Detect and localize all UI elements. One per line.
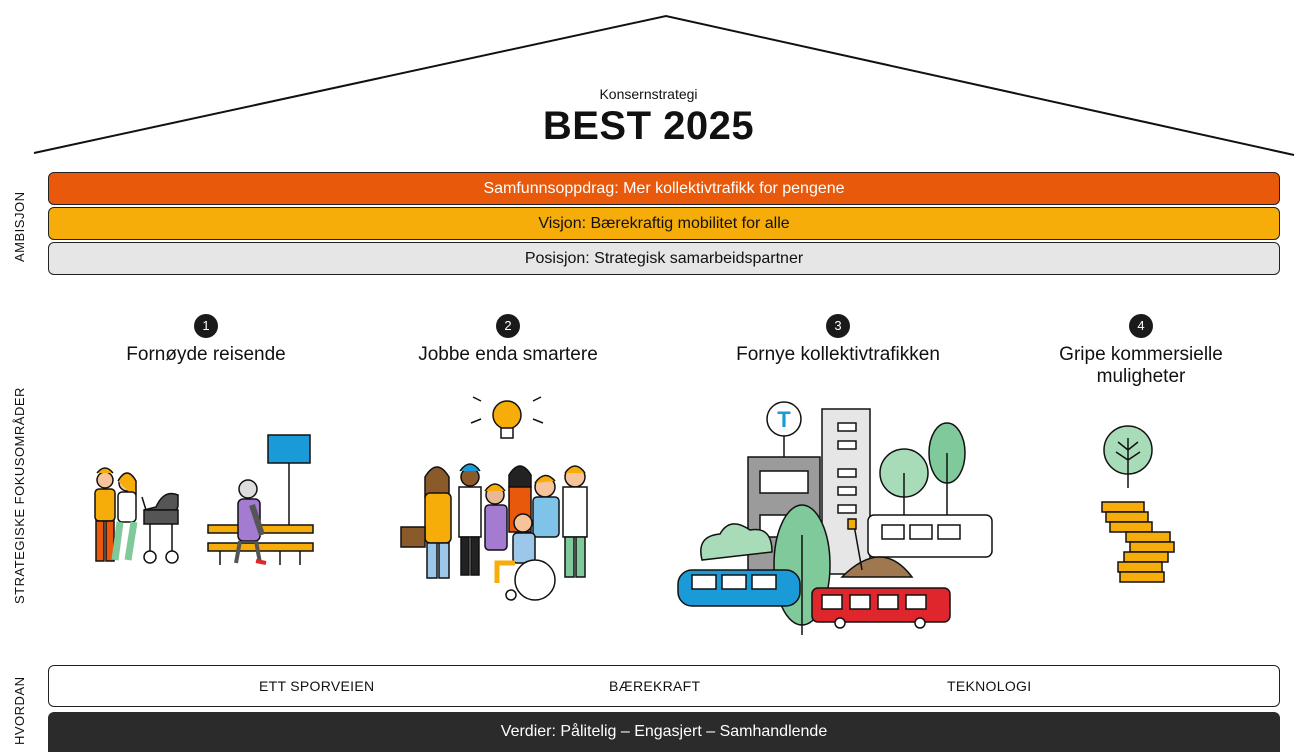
focus-number-badge: 4 (1129, 314, 1153, 338)
focus-number-badge: 1 (194, 314, 218, 338)
pillar-teknologi: TEKNOLOGI (947, 678, 1032, 694)
mission-bar: Samfunnsoppdrag: Mer kollektivtrafikk fo… (48, 172, 1280, 205)
focus-title: Gripe kommersielle muligheter (1059, 344, 1223, 387)
pillar-baerekraft: BÆREKRAFT (609, 678, 701, 694)
strategy-subtitle: Konsernstrategi (599, 86, 698, 102)
focus-area-4: 4 Gripe kommersielle muligheter (1016, 314, 1266, 388)
money-tree-icon (1101, 425, 1175, 583)
side-label-how: HVORDAN (12, 676, 27, 745)
focus-number-badge: 2 (496, 314, 520, 338)
side-label-ambition: AMBISJON (12, 191, 27, 262)
pillar-ett-sporveien: ETT SPORVEIEN (259, 678, 375, 694)
focus-area-3: 3 Fornye kollektivtrafikken (708, 314, 968, 366)
focus-title: Fornye kollektivtrafikken (736, 344, 940, 365)
focus-number-badge: 3 (826, 314, 850, 338)
roof-outline (33, 14, 1295, 156)
strategy-title: BEST 2025 (542, 104, 755, 148)
how-pillars-box: ETT SPORVEIEN BÆREKRAFT TEKNOLOGI (48, 665, 1280, 707)
side-label-focus: STRATEGISKE FOKUSOMRÅDER (12, 387, 27, 604)
city-transport-icon: T (677, 401, 993, 635)
svg-text:T: T (777, 407, 791, 432)
focus-area-2: 2 Jobbe enda smartere (378, 314, 638, 366)
team-with-lightbulb-icon (400, 396, 588, 601)
vision-bar: Visjon: Bærekraftig mobilitet for alle (48, 207, 1280, 240)
position-bar: Posisjon: Strategisk samarbeidspartner (48, 242, 1280, 275)
focus-title: Fornøyde reisende (126, 344, 286, 365)
families-and-bench-icon (94, 434, 314, 565)
values-bar: Verdier: Pålitelig – Engasjert – Samhand… (48, 712, 1280, 752)
focus-area-1: 1 Fornøyde reisende (76, 314, 336, 366)
focus-title: Jobbe enda smartere (418, 344, 598, 365)
